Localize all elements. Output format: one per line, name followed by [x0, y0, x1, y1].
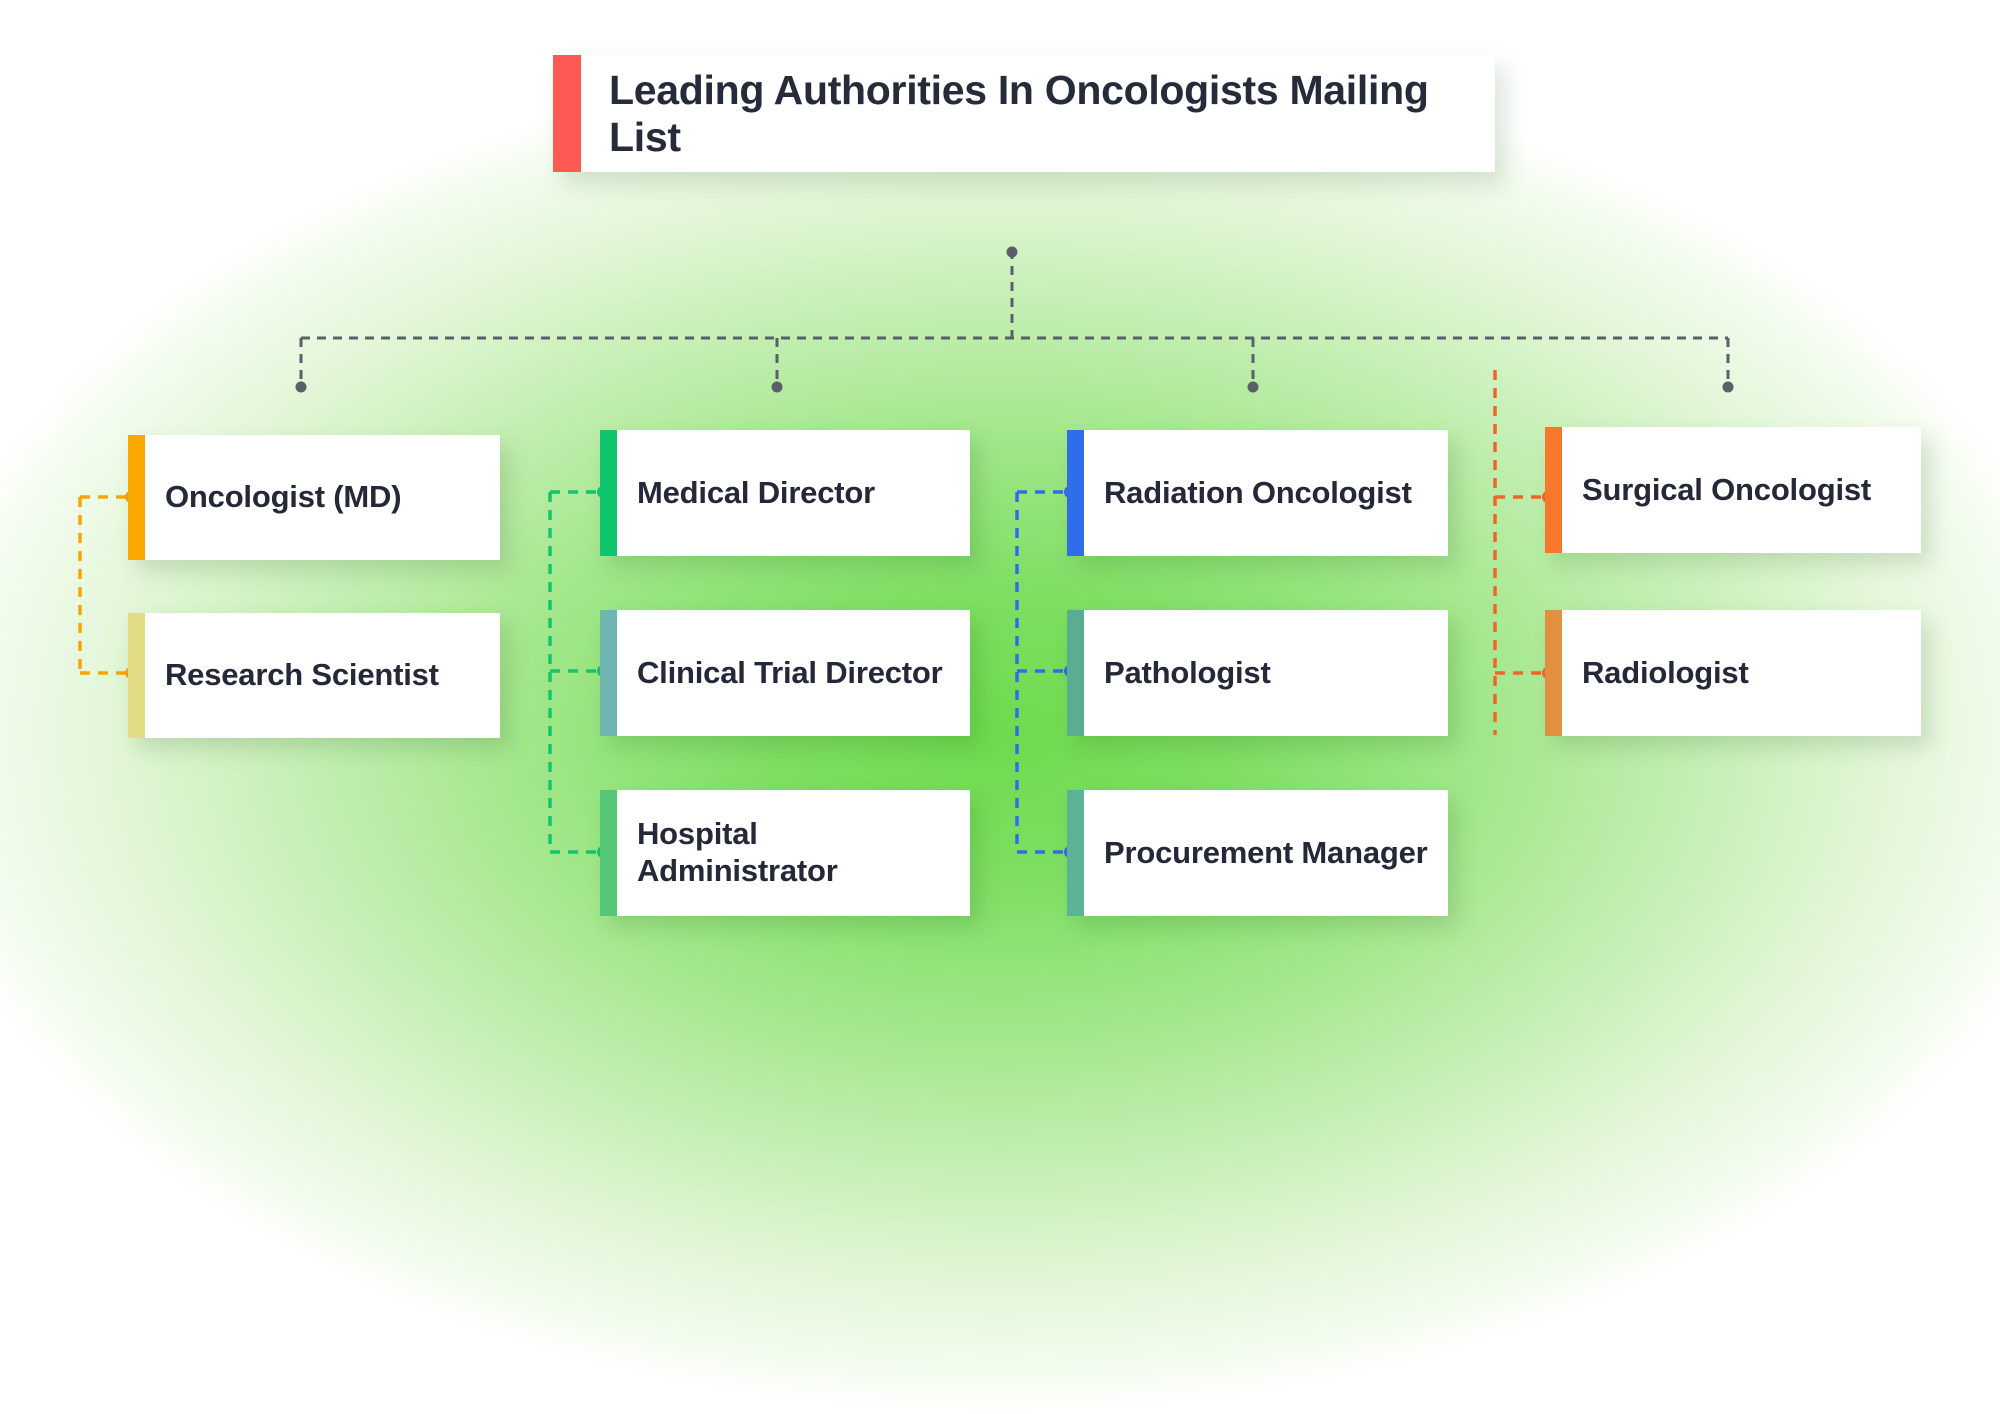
branch-4-connector: [1493, 370, 1545, 735]
node-accent-bar: [600, 430, 617, 556]
node-accent-bar: [128, 435, 145, 560]
node-label: Pathologist: [1104, 654, 1271, 690]
root-title-card[interactable]: Leading Authorities In Oncologists Maili…: [553, 55, 1495, 172]
node-label: Radiologist: [1582, 654, 1749, 690]
branch-1-connector: [78, 495, 128, 675]
node-accent-bar: [1067, 610, 1084, 736]
node-label: Hospital Administrator: [637, 816, 838, 888]
node-radiation-oncologist[interactable]: Radiation Oncologist: [1067, 430, 1448, 556]
root-accent-bar: [553, 55, 581, 172]
page-title: Leading Authorities In Oncologists Maili…: [609, 66, 1429, 160]
node-accent-bar: [600, 610, 617, 736]
node-accent-bar: [1545, 610, 1562, 736]
node-accent-bar: [1067, 430, 1084, 556]
node-label: Clinical Trial Director: [637, 654, 943, 690]
node-surgical-oncologist[interactable]: Surgical Oncologist: [1545, 427, 1921, 553]
node-pathologist[interactable]: Pathologist: [1067, 610, 1448, 736]
node-hospital-administrator[interactable]: Hospital Administrator: [600, 790, 970, 916]
node-label: Medical Director: [637, 474, 875, 510]
node-label: Surgical Oncologist: [1582, 471, 1872, 507]
node-clinical-trial-director[interactable]: Clinical Trial Director: [600, 610, 970, 736]
node-oncologist-md[interactable]: Oncologist (MD): [128, 435, 500, 560]
trunk-dots: [295, 246, 1734, 393]
node-label: Procurement Manager: [1104, 834, 1428, 870]
branch-2-connector: [548, 490, 600, 854]
node-label: Oncologist (MD): [165, 479, 402, 515]
branch-3-connector: [1015, 490, 1067, 854]
node-accent-bar: [600, 790, 617, 916]
node-label: Research Scientist: [165, 657, 439, 693]
trunk-connector: [299, 250, 1730, 385]
node-research-scientist[interactable]: Research Scientist: [128, 613, 500, 738]
node-label: Radiation Oncologist: [1104, 474, 1412, 510]
node-accent-bar: [1067, 790, 1084, 916]
node-medical-director[interactable]: Medical Director: [600, 430, 970, 556]
node-radiologist[interactable]: Radiologist: [1545, 610, 1921, 736]
node-procurement-manager[interactable]: Procurement Manager: [1067, 790, 1448, 916]
node-accent-bar: [128, 613, 145, 738]
node-accent-bar: [1545, 427, 1562, 553]
